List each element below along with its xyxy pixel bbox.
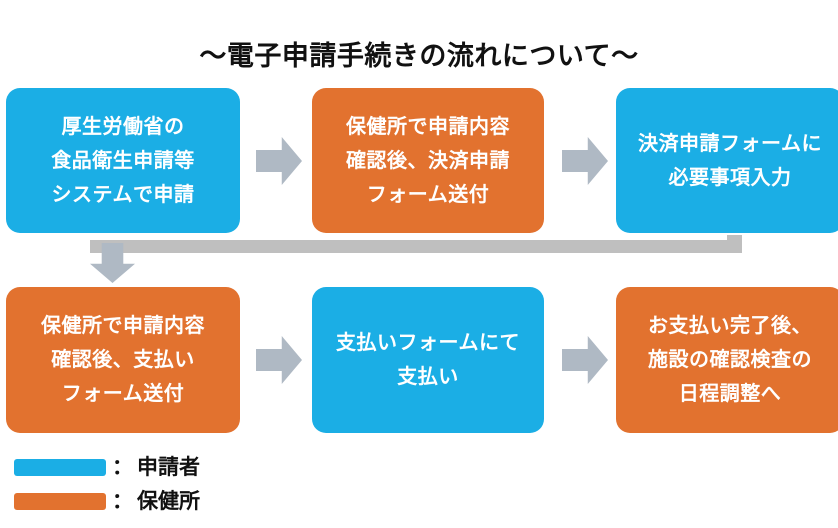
flow-step-2-line-3: フォーム送付	[366, 183, 490, 206]
flow-step-5: 支払いフォームにて 支払い	[312, 287, 544, 433]
flow-step-6-line-2: 施設の確認検査の	[648, 349, 812, 371]
flow-step-5-line-2: 支払い	[397, 366, 459, 388]
flow-step-4-line-3: フォーム送付	[61, 383, 185, 405]
flow-step-1-line-3: システムで申請	[51, 183, 195, 206]
flow-step-3-line-1: 決済申請フォームに	[638, 132, 822, 155]
legend-label-health-center: 保健所	[137, 489, 200, 513]
arrow-right-icon-step5-to-step6	[562, 336, 608, 384]
legend-item-health-center: ： 保健所	[14, 486, 200, 516]
flow-step-1-line-2: 食品衛生申請等	[51, 149, 195, 172]
legend-swatch-health-center-icon	[14, 492, 106, 510]
legend: ： 申請者 ： 保健所	[14, 452, 200, 520]
flow-step-6: お支払い完了後、 施設の確認検査の 日程調整へ	[616, 287, 838, 433]
legend-separator-health-center: ：	[112, 489, 133, 513]
flow-step-2-line-2: 確認後、決済申請	[346, 149, 510, 172]
flow-step-3-line-2: 必要事項入力	[668, 166, 792, 189]
flow-step-4-line-1: 保健所で申請内容	[41, 315, 205, 337]
flow-step-6-line-3: 日程調整へ	[678, 383, 782, 405]
flow-step-4-line-2: 確認後、支払い	[51, 349, 195, 371]
page-title: 〜電子申請手続きの流れについて〜	[199, 41, 639, 71]
flow-step-2-line-1: 保健所で申請内容	[346, 115, 510, 138]
legend-swatch-applicant-icon	[14, 458, 106, 476]
arrow-right-icon-step2-to-step3	[562, 137, 608, 185]
legend-item-applicant: ： 申請者	[14, 452, 200, 482]
arrow-right-icon-step1-to-step2	[256, 137, 302, 185]
flow-step-6-line-1: お支払い完了後、	[648, 315, 812, 337]
legend-separator-applicant: ：	[112, 455, 133, 479]
flow-step-3: 決済申請フォームに 必要事項入力	[616, 88, 838, 233]
flow-step-5-line-1: 支払いフォームにて	[336, 332, 520, 354]
connector-horizontal-bar	[90, 240, 742, 253]
flow-step-2: 保健所で申請内容 確認後、決済申請 フォーム送付	[312, 88, 544, 233]
arrow-right-icon-step4-to-step5	[256, 336, 302, 384]
arrow-wrap-down-icon-step3-to-step4	[90, 235, 742, 283]
legend-label-applicant: 申請者	[137, 455, 200, 479]
flow-step-4: 保健所で申請内容 確認後、支払い フォーム送付	[6, 287, 240, 433]
flow-step-1: 厚生労働省の 食品衛生申請等 システムで申請	[6, 88, 240, 233]
flow-step-1-line-1: 厚生労働省の	[61, 115, 185, 138]
connector-right-stub	[727, 235, 742, 253]
